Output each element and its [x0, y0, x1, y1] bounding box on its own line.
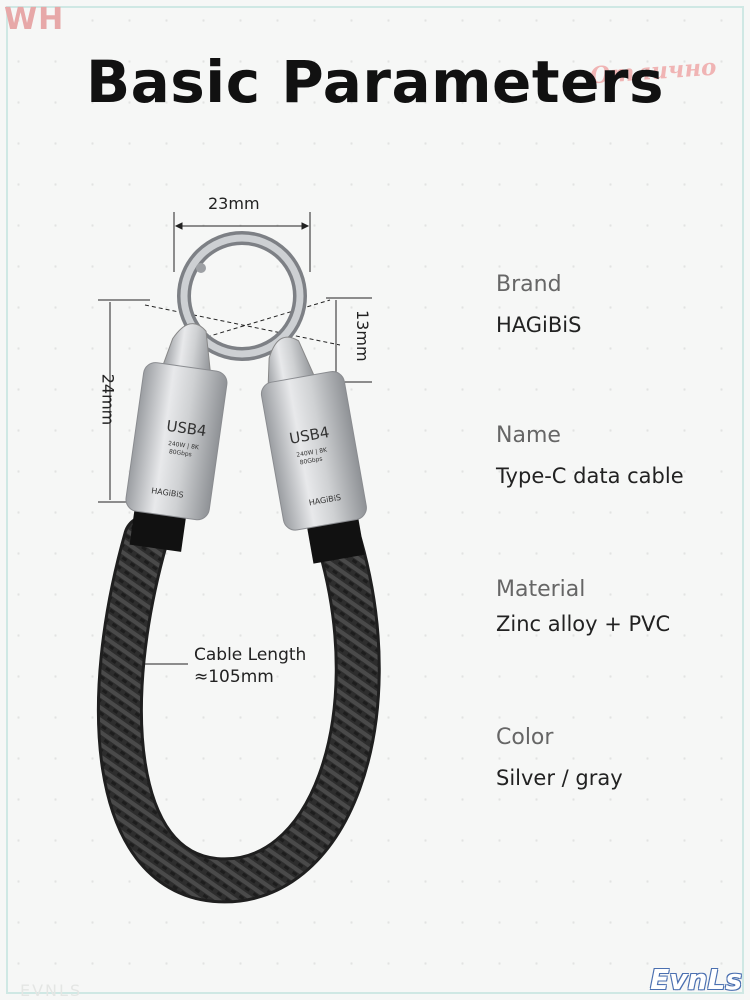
left-connector-brand: HAGiBiS — [151, 486, 184, 499]
right-connector-specs-2: 80Gbps — [299, 456, 323, 467]
watermark-top-left: WH — [4, 2, 65, 37]
head-length-dimension-label: 24mm — [98, 373, 118, 426]
spec-name-label: Name — [496, 423, 561, 448]
spec-name: Name Type-C data cable — [496, 423, 684, 488]
spec-material: Material Zinc alloy + PVC — [496, 577, 670, 636]
spec-brand: Brand HAGiBiS — [496, 272, 581, 337]
left-connector-specs-1: 240W | 8K — [168, 440, 201, 451]
page-title: Basic Parameters — [85, 48, 665, 116]
spec-brand-value: HAGiBiS — [496, 313, 582, 337]
left-connector — [125, 323, 228, 552]
spec-material-label: Material — [496, 577, 586, 602]
ring-height-dimension-label: 13mm — [353, 310, 372, 362]
spec-name-value: Type-C data cable — [496, 464, 684, 488]
spec-color-value: Silver / gray — [496, 766, 623, 790]
left-connector-specs-2: 80Gbps — [168, 448, 192, 458]
watermark-bottom-right: EvnLs — [650, 963, 742, 996]
dimension-lines — [98, 212, 372, 665]
watermark-bottom-left: EVNLS — [20, 981, 83, 1000]
left-connector-standard: USB4 — [165, 417, 207, 440]
cable-length-label: Cable Length — [194, 645, 307, 665]
spec-color-label: Color — [496, 725, 554, 750]
spec-color: Color Silver / gray — [496, 725, 623, 790]
cable-length-value: ≈105mm — [194, 667, 274, 687]
key-ring — [177, 231, 307, 361]
right-connector — [260, 336, 367, 564]
spec-brand-label: Brand — [496, 272, 562, 297]
spec-material-value: Zinc alloy + PVC — [496, 612, 671, 636]
width-dimension-label: 23mm — [208, 194, 260, 213]
cable-length-callout: Cable Length ≈105mm — [194, 644, 306, 688]
